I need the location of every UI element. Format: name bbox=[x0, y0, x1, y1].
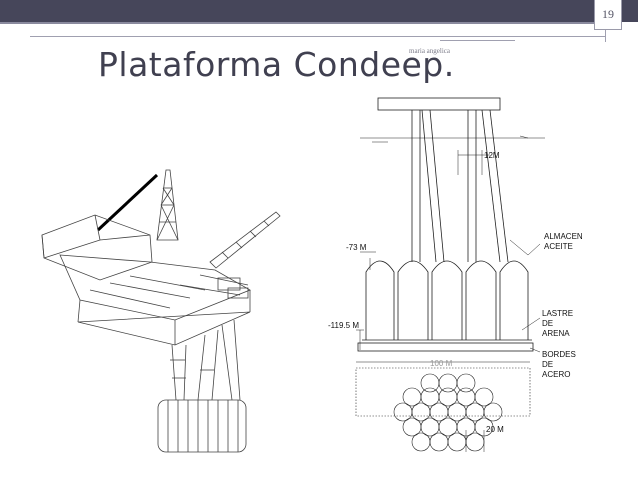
section-legs bbox=[411, 109, 509, 263]
label-lastre: LASTRE bbox=[542, 309, 573, 318]
decorative-line bbox=[605, 30, 606, 42]
platform-isometric-drawing bbox=[41, 169, 281, 453]
flare-boom bbox=[96, 173, 159, 232]
author-credit: maria angelica bbox=[409, 47, 451, 55]
derrick-tower bbox=[156, 169, 179, 241]
label-depth-73: -73 M bbox=[346, 243, 367, 252]
plan-view-cells bbox=[393, 373, 503, 452]
caisson-cells bbox=[157, 399, 247, 453]
label-arena: ARENA bbox=[542, 329, 570, 338]
slide-number-box: 19 bbox=[594, 0, 622, 30]
label-lastre-de: DE bbox=[542, 319, 553, 328]
label-aceite: ACEITE bbox=[544, 242, 573, 251]
steel-skirt bbox=[357, 342, 534, 352]
label-100m: 100 M bbox=[430, 359, 453, 368]
label-depth-119: -119.5 M bbox=[328, 321, 359, 330]
decorative-line bbox=[440, 40, 515, 41]
label-almacen: ALMACEN bbox=[544, 232, 583, 241]
decorative-line bbox=[30, 36, 606, 37]
label-12m: 12M bbox=[484, 151, 500, 160]
header-accent-line bbox=[0, 22, 600, 24]
slide-number: 19 bbox=[602, 7, 614, 21]
label-acero: ACERO bbox=[542, 370, 570, 379]
storage-cells bbox=[357, 260, 534, 352]
section-deck bbox=[377, 97, 501, 111]
label-bordes: BORDES bbox=[542, 350, 576, 359]
deck-modules bbox=[41, 214, 251, 346]
header-bar bbox=[0, 0, 638, 22]
platform-cross-section bbox=[355, 97, 545, 452]
slide-title: Plataforma Condeep. bbox=[98, 45, 455, 84]
platform-legs bbox=[170, 319, 241, 401]
footprint-outline bbox=[355, 367, 531, 417]
crane-boom bbox=[209, 211, 281, 269]
label-20m: 20 M bbox=[486, 425, 504, 434]
label-bordes-de: DE bbox=[542, 360, 553, 369]
